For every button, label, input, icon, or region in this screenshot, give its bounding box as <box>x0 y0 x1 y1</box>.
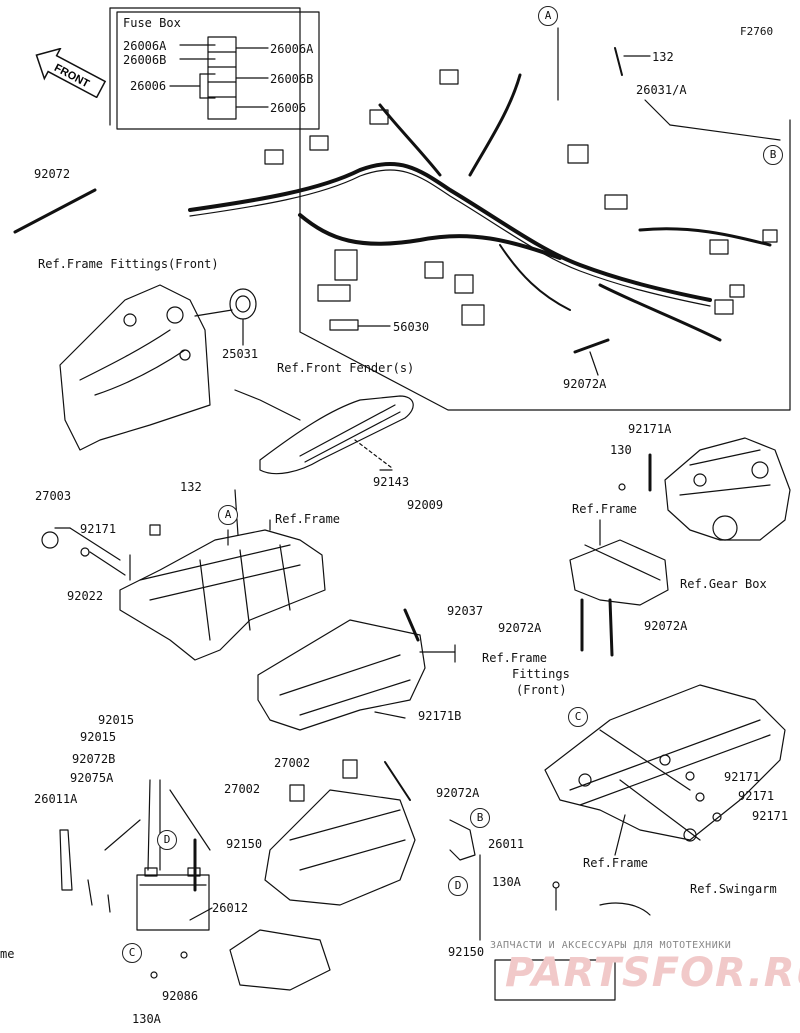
fuse-right-label-2: 26006B <box>270 72 314 86</box>
ref-front-fenders: Ref.Front Fender(s) <box>277 361 415 375</box>
gear-box <box>664 437 791 541</box>
part-92143: 92143 <box>373 475 410 489</box>
part-92015-a: 92015 <box>98 713 135 727</box>
part-26031a: 26031/A <box>636 83 687 97</box>
part-92171-right-2: 92171 <box>738 789 775 803</box>
ref-frame-fittings-front-2-line2: Fittings <box>512 667 570 681</box>
ref-frame-fittings-front-2-line3: (Front) <box>516 683 567 697</box>
part-132-mid: 132 <box>180 480 202 494</box>
part-92072a-right: 92072A <box>644 619 688 633</box>
part-92150-b: 92150 <box>448 945 485 959</box>
part-92171-left: 92171 <box>80 522 117 536</box>
part-92072a-top: 92072A <box>563 377 607 391</box>
frame-left <box>119 529 326 661</box>
front-fender <box>259 395 414 475</box>
main-harness-trunk <box>188 161 712 302</box>
part-92086: 92086 <box>162 989 199 1003</box>
front-fitting-panel <box>59 284 211 451</box>
harness-panel-outline <box>109 7 791 411</box>
part-92022: 92022 <box>67 589 104 603</box>
part-27002-a: 27002 <box>274 756 311 770</box>
part-25031: 25031 <box>222 347 259 361</box>
fuse-right-label-1: 26006A <box>270 42 314 56</box>
part-me-fragment: me <box>0 947 15 961</box>
ref-gear-box: Ref.Gear Box <box>680 577 767 591</box>
part-130a-b: 130A <box>132 1012 161 1026</box>
part-92037: 92037 <box>447 604 484 618</box>
part-92171a: 92171A <box>628 422 672 436</box>
front-fitting-center <box>257 619 426 731</box>
part-92171-right-3: 92171 <box>752 809 789 823</box>
part-130: 130 <box>610 443 632 457</box>
frame-rear <box>544 684 786 841</box>
circle-ref-b-mid: B <box>470 808 490 828</box>
part-27002-b: 27002 <box>224 782 261 796</box>
ref-frame-2: Ref.Frame <box>572 502 638 516</box>
circle-ref-a-mid: A <box>218 505 238 525</box>
circle-ref-d-mid: D <box>448 876 468 896</box>
cable-tie-92072 <box>13 188 97 234</box>
circle-ref-c-right: C <box>568 707 588 727</box>
part-92072a-mid: 92072A <box>436 786 480 800</box>
ref-frame-fittings-front-2-line1: Ref.Frame <box>482 651 548 665</box>
circle-ref-c-bottom: C <box>122 943 142 963</box>
battery <box>136 874 210 931</box>
part-92009: 92009 <box>407 498 444 512</box>
fuse-box-title: Fuse Box <box>123 16 181 30</box>
ref-frame-3: Ref.Frame <box>583 856 649 870</box>
part-132-top: 132 <box>652 50 674 64</box>
part-92072b: 92072B <box>72 752 116 766</box>
circle-ref-d-battery: D <box>157 830 177 850</box>
part-27003 <box>41 531 59 549</box>
part-92015-b: 92015 <box>80 730 117 744</box>
frame-center <box>569 539 669 606</box>
part-56030: 56030 <box>393 320 430 334</box>
watermark-tagline: ЗАПЧАСТИ И АКСЕССУАРЫ ДЛЯ МОТОТЕХНИКИ <box>490 940 732 951</box>
ref-frame-1: Ref.Frame <box>275 512 341 526</box>
figure-id: F2760 <box>740 25 774 38</box>
part-92171b: 92171B <box>418 709 462 723</box>
circle-ref-a-top: A <box>538 6 558 26</box>
front-arrow-icon: FRONT <box>35 48 107 98</box>
watermark-logo: PARTSFOR.RU <box>505 950 800 996</box>
fuse-right-label-3: 26006 <box>270 101 307 115</box>
fuse-left-label-3: 26006 <box>130 79 167 93</box>
circle-ref-b-top: B <box>763 145 783 165</box>
fuse-left-label-1: 26006A <box>123 39 167 53</box>
ref-swingarm: Ref.Swingarm <box>690 882 777 896</box>
part-26012: 26012 <box>212 901 249 915</box>
part-92171-right-1: 92171 <box>724 770 761 784</box>
part-130a-a: 130A <box>492 875 521 889</box>
part-92072: 92072 <box>34 167 71 181</box>
part-26011: 26011 <box>488 837 525 851</box>
battery-tray <box>264 789 416 906</box>
part-92150-a: 92150 <box>226 837 263 851</box>
ref-frame-fittings-front: Ref.Frame Fittings(Front) <box>38 257 219 271</box>
fuse-left-label-2: 26006B <box>123 53 167 67</box>
part-26011a: 26011A <box>34 792 78 806</box>
fuse-box-outline <box>116 11 320 130</box>
grommet-25031 <box>229 288 257 320</box>
part-27003: 27003 <box>35 489 72 503</box>
part-92072a-left: 92072A <box>498 621 542 635</box>
part-92075a: 92075A <box>70 771 114 785</box>
